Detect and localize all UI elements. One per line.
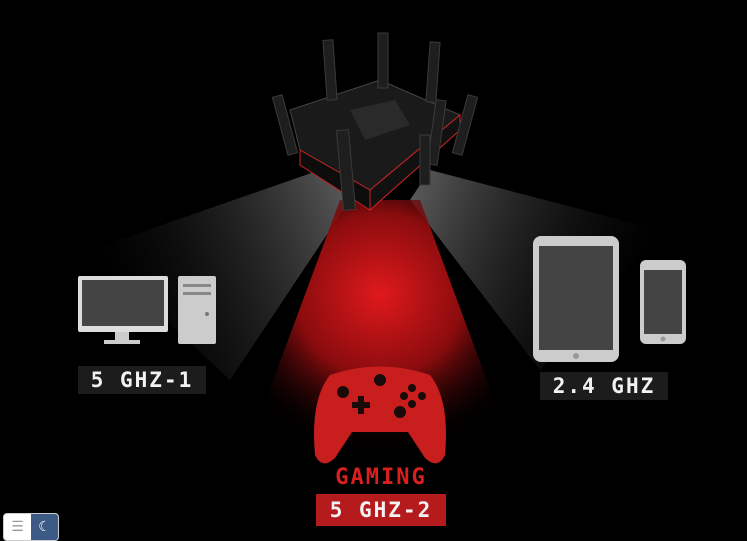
moon-icon: ☾	[38, 519, 51, 535]
band-5ghz-2-label: 5 GHZ-2	[316, 494, 446, 526]
hamburger-icon: ☰	[11, 519, 24, 535]
menu-button[interactable]: ☰	[4, 514, 31, 540]
dark-mode-toggle[interactable]: ☾	[31, 514, 58, 540]
band-2-4ghz-label: 2.4 GHZ	[540, 372, 668, 400]
game-controller-icon	[314, 366, 446, 464]
router-icon	[271, 32, 479, 212]
desktop-computer-icon	[78, 276, 216, 344]
band-5ghz-1-label: 5 GHZ-1	[78, 366, 206, 394]
tablet-phone-icon	[533, 236, 686, 362]
page-widget: ☰ ☾	[3, 513, 59, 541]
gaming-label: GAMING	[335, 465, 427, 490]
